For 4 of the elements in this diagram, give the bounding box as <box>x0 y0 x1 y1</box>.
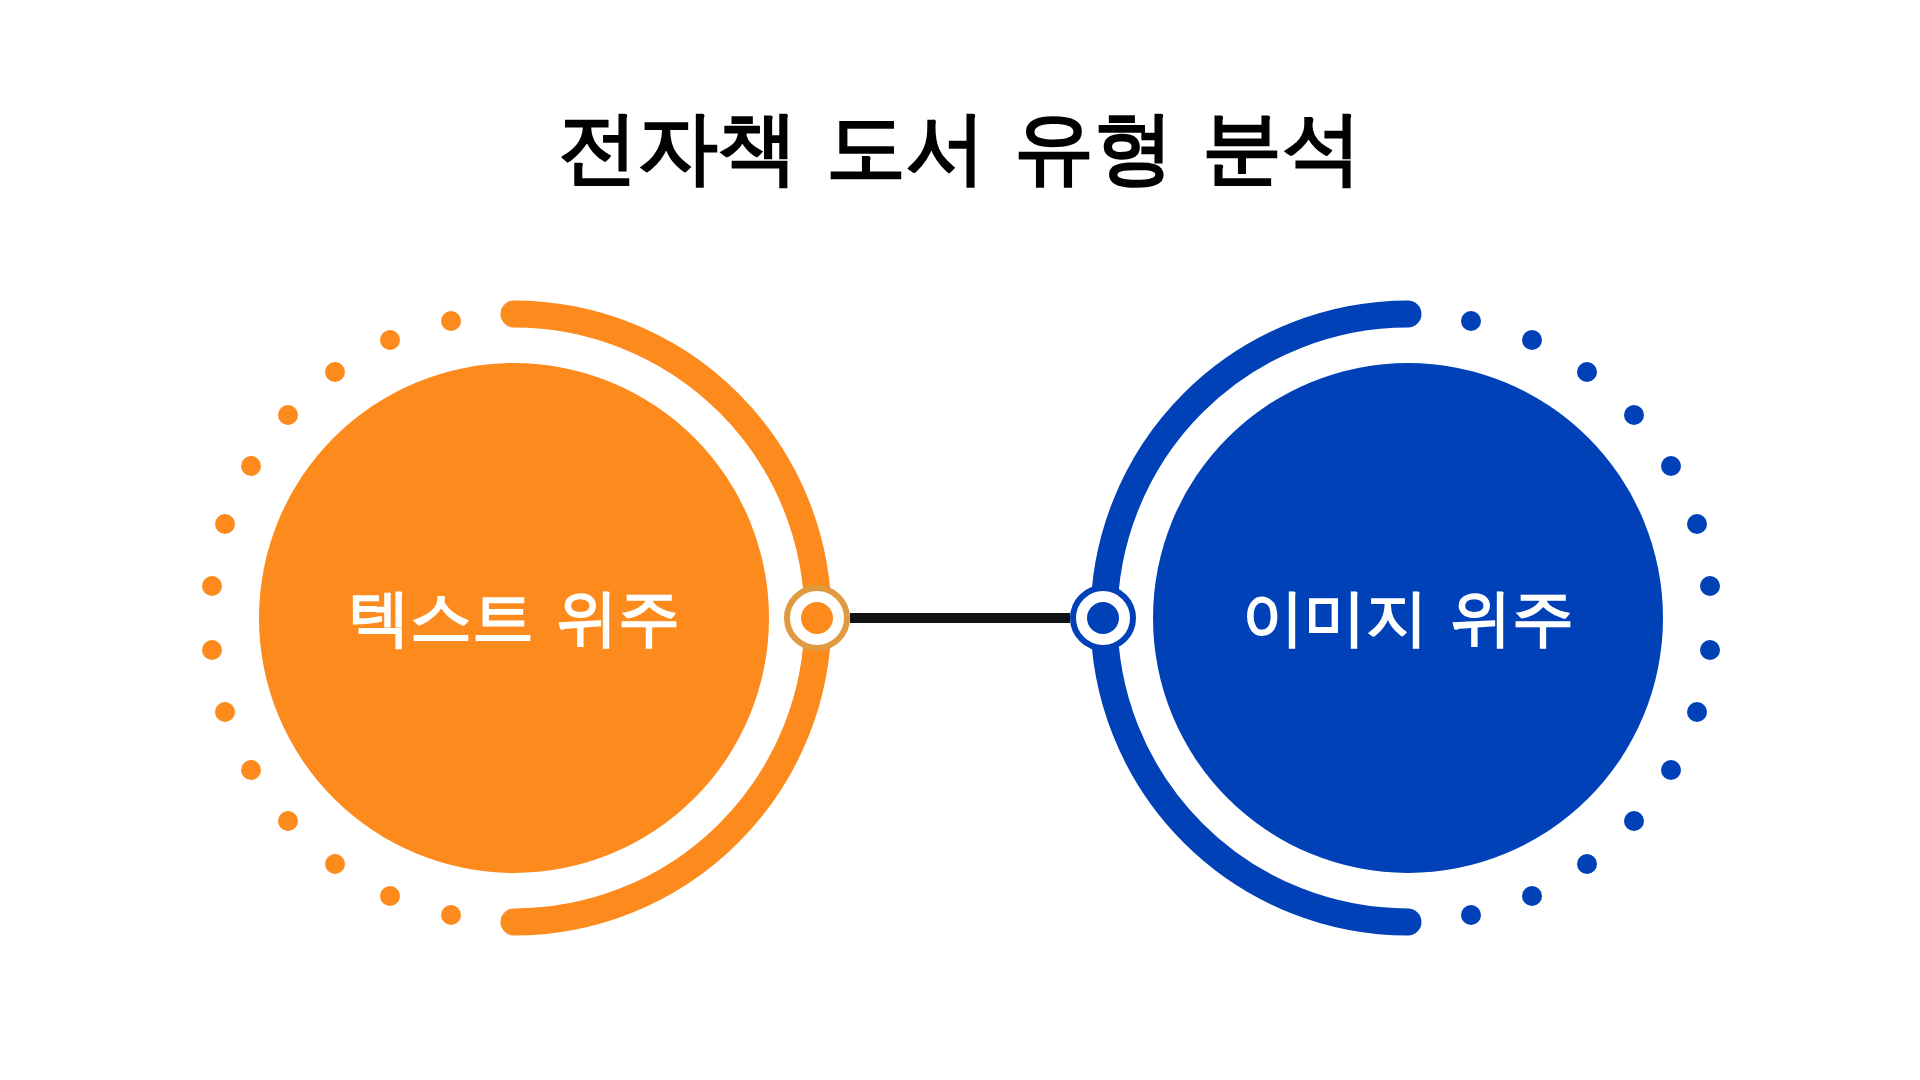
circle-label: 텍스트 위주 <box>348 580 680 656</box>
title: 전자책 도서 유형 분석 <box>557 100 1363 196</box>
circle-label: 이미지 위주 <box>1242 580 1574 656</box>
connector-line <box>850 613 1070 623</box>
